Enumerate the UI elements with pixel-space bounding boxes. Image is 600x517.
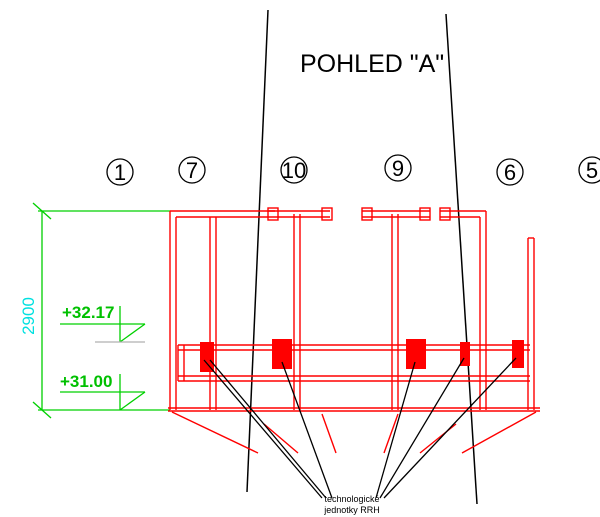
column-marker-6: 6 xyxy=(496,158,524,186)
dim-tick-top xyxy=(32,202,52,220)
rrh-unit xyxy=(200,342,214,372)
column-marker-label: 7 xyxy=(186,158,198,183)
note-line-2: jednotky RRH xyxy=(323,505,380,515)
column-marker-1: 1 xyxy=(106,158,134,186)
column-marker-7: 7 xyxy=(178,156,206,184)
leader-lines xyxy=(203,357,517,499)
column-marker-label: 1 xyxy=(114,160,126,185)
column-marker-5: 5 xyxy=(578,156,600,184)
dimension-system xyxy=(32,202,170,419)
dimension-label-height: 2900 xyxy=(19,297,38,335)
tower-leg-left xyxy=(246,9,269,493)
column-marker-label: 10 xyxy=(282,158,306,183)
elevation-mark-upper xyxy=(60,306,146,343)
dim-tick-bottom xyxy=(32,401,52,419)
view-title: POHLED "A" xyxy=(300,50,444,78)
rrh-unit xyxy=(272,339,292,369)
rrh-units xyxy=(200,339,524,372)
steel-platform xyxy=(168,207,540,454)
rrh-unit xyxy=(460,342,470,366)
column-marker-9: 9 xyxy=(384,154,412,182)
note-line-1: technologické xyxy=(324,494,379,504)
tower-leg-right xyxy=(445,13,478,505)
rrh-unit xyxy=(406,339,426,369)
column-marker-label: 5 xyxy=(586,158,598,183)
column-marker-label: 9 xyxy=(392,156,404,181)
column-markers: 1 7 10 9 6 5 xyxy=(106,154,600,186)
column-marker-label: 6 xyxy=(504,160,516,185)
column-marker-10: 10 xyxy=(280,156,308,184)
elevation-label-lower: +31.00 xyxy=(60,372,112,391)
rrh-unit xyxy=(512,340,524,368)
elevation-mark-lower xyxy=(60,374,146,411)
elevation-label-upper: +32.17 xyxy=(62,303,114,322)
